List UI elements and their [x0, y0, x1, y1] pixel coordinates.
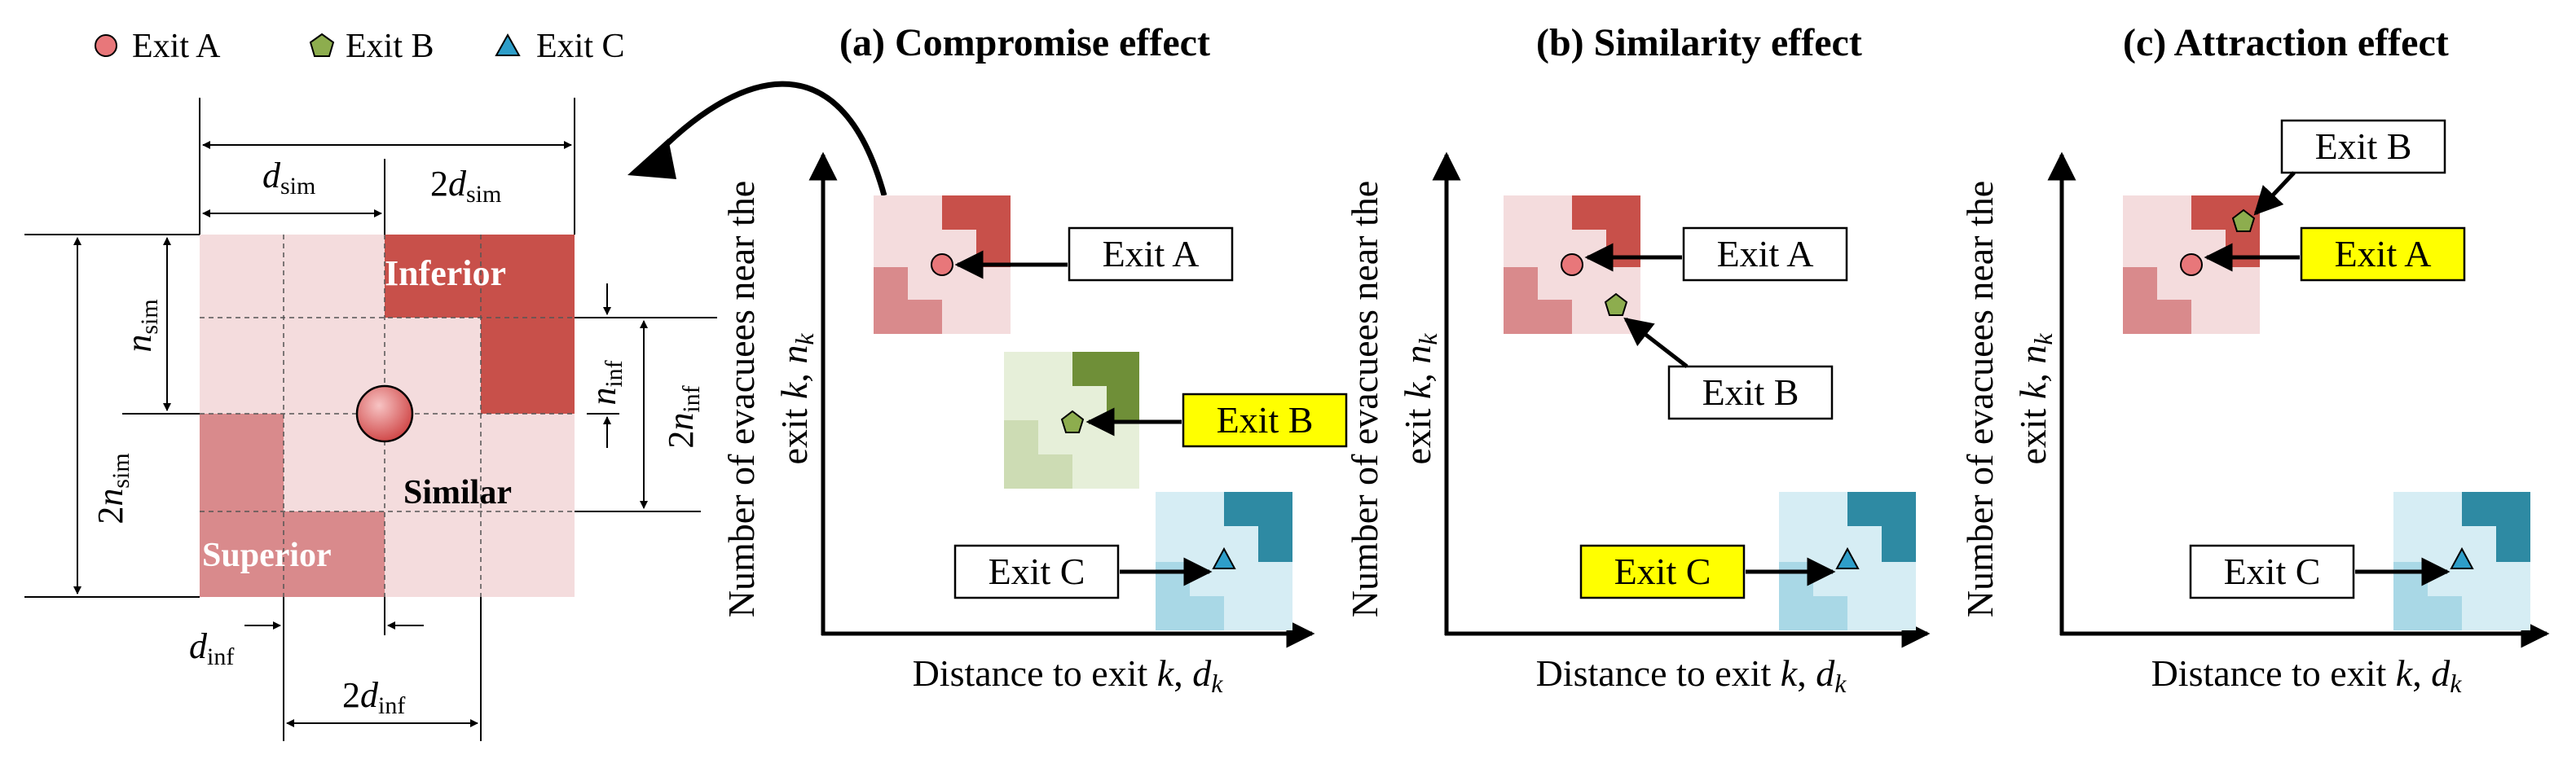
panel-c-exit-b-marker: [2231, 208, 2256, 232]
dim-label-dinf: dinf: [189, 626, 234, 670]
panel-a-label-box-exit-c: [953, 544, 1120, 599]
panel-c-title: (c) Attraction effect: [2123, 21, 2449, 64]
panel-a-ylabel-line2: exit k, nk: [773, 333, 819, 465]
panel-c: (c) Attraction effect Number of evacuees…: [1959, 21, 2550, 698]
panel-a-exit-b-marker: [1060, 410, 1085, 433]
dim-label-2ninf: 2ninf: [661, 385, 705, 448]
panel-b-ylabel-line2: exit k, nk: [1397, 333, 1442, 465]
panel-b-label-exit-a: Exit A: [1717, 233, 1814, 274]
panel-a-xlabel: Distance to exit k, dk: [913, 652, 1224, 698]
zoom-curved-arrow: [650, 81, 887, 196]
panel-c-label-box-exit-c: [2189, 544, 2355, 599]
panel-b-label-box-exit-b: [1667, 365, 1834, 420]
panel-a: (a) Compromise effect Number of evacuees…: [720, 21, 1348, 698]
legend-marker-exit-a: [95, 34, 117, 57]
schematic: Inferior Similar Superior: [24, 98, 717, 741]
inferior-region: [385, 235, 575, 414]
panel-b-label-exit-b: Exit B: [1702, 371, 1799, 413]
panel-a-label-exit-b: Exit B: [1217, 399, 1314, 441]
dim-label-nsim: nsim: [119, 299, 163, 352]
dim-label-2dinf: 2dinf: [342, 675, 405, 719]
panel-c-exit-c-marker: [2450, 546, 2474, 569]
panel-a-label-exit-c: Exit C: [989, 551, 1085, 592]
dimension-lines: [24, 98, 717, 741]
panel-b-exit-b-marker: [1604, 292, 1628, 316]
panel-c-exit-c-zone: [2393, 492, 2530, 630]
panel-c-ylabel-line1: Number of evacuees near the: [1959, 181, 2001, 617]
dim-label-2nsim: 2nsim: [90, 453, 134, 524]
dim-label-ninf: ninf: [583, 360, 627, 405]
panel-c-exit-a-zone: [2123, 195, 2260, 334]
legend-label-exit-a: Exit A: [132, 28, 221, 65]
panel-a-label-box-exit-b: [1182, 393, 1348, 448]
panel-b-exit-a-zone: [1504, 195, 1640, 334]
panel-c-exit-a-marker: [2180, 253, 2203, 276]
label-inferior: Inferior: [385, 253, 506, 293]
panel-b-label-exit-c: Exit C: [1614, 551, 1711, 592]
panel-b-exit-c-marker: [1835, 546, 1860, 569]
panel-a-exit-c-zone: [1156, 492, 1292, 630]
panel-b: (b) Similarity effect Number of evacuees…: [1344, 21, 1931, 698]
panel-b-exit-c-zone: [1779, 492, 1916, 630]
dim-label-2dsim: 2dsim: [430, 164, 501, 208]
panel-a-label-box-exit-a: [1068, 226, 1234, 282]
panel-b-arrow-exit-b: [1623, 317, 1689, 368]
panel-b-title: (b) Similarity effect: [1536, 21, 1862, 64]
panel-c-arrow-exit-b: [2253, 171, 2296, 216]
zoom-curved-arrow-head: [627, 138, 676, 179]
panel-c-xlabel: Distance to exit k, dk: [2151, 652, 2463, 698]
panel-a-exit-a-marker: [931, 253, 953, 276]
panel-c-label-box-exit-b: [2280, 119, 2446, 174]
legend-label-exit-c: Exit C: [536, 28, 625, 65]
legend-marker-exit-c: [495, 33, 521, 56]
panel-b-exit-a-marker: [1561, 253, 1583, 276]
dim-label-dsim: dsim: [262, 156, 315, 200]
central-exit-a-marker: [355, 384, 414, 443]
panel-c-label-box-exit-a: [2300, 226, 2466, 282]
legend: Exit A Exit B Exit C: [95, 28, 625, 65]
label-similar: Similar: [403, 474, 512, 511]
panel-c-label-exit-b: Exit B: [2315, 125, 2412, 167]
panel-c-label-exit-a: Exit A: [2335, 233, 2432, 274]
panel-a-ylabel-line1: Number of evacuees near the: [720, 181, 762, 617]
legend-label-exit-b: Exit B: [346, 28, 434, 65]
panel-b-xlabel: Distance to exit k, dk: [1536, 652, 1847, 698]
panel-b-label-box-exit-c: [1579, 544, 1746, 599]
panel-a-title: (a) Compromise effect: [839, 21, 1210, 64]
panel-b-label-box-exit-a: [1682, 226, 1848, 282]
panel-c-label-exit-c: Exit C: [2224, 551, 2321, 592]
panel-b-ylabel-line1: Number of evacuees near the: [1344, 181, 1385, 617]
panel-c-ylabel-line2: exit k, nk: [2012, 333, 2058, 465]
panel-a-label-exit-a: Exit A: [1103, 233, 1200, 274]
label-superior: Superior: [202, 537, 332, 574]
legend-marker-exit-b: [309, 33, 335, 57]
superior-region: [200, 414, 385, 597]
panel-a-exit-c-marker: [1212, 546, 1236, 569]
